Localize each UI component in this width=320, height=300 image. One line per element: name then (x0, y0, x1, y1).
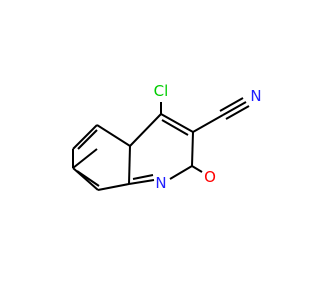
bond (129, 113, 162, 147)
bond (191, 165, 203, 173)
bond (97, 183, 130, 191)
bond (76, 170, 100, 187)
bond (161, 119, 189, 136)
bond (219, 97, 244, 112)
bond (160, 113, 194, 133)
chlorine-atom-label: Cl (154, 82, 169, 100)
bond (77, 129, 98, 150)
bond (128, 179, 155, 185)
bond (222, 101, 247, 116)
bond (192, 114, 224, 133)
bond (128, 145, 131, 185)
bond (225, 105, 250, 120)
bond (191, 131, 194, 167)
structure-canvas: Cl N O N (72, 82, 262, 192)
bond (72, 148, 98, 169)
oxygen-atom-label: O (204, 168, 216, 186)
bond (169, 165, 193, 180)
bond (72, 124, 98, 150)
nitrile-nitrogen-atom-label: N (250, 87, 261, 105)
molecule-diagram: Cl N O N (72, 82, 262, 192)
ring-nitrogen-atom-label: N (155, 174, 166, 192)
bond (132, 174, 154, 180)
bond (72, 167, 99, 191)
bond (96, 124, 131, 147)
